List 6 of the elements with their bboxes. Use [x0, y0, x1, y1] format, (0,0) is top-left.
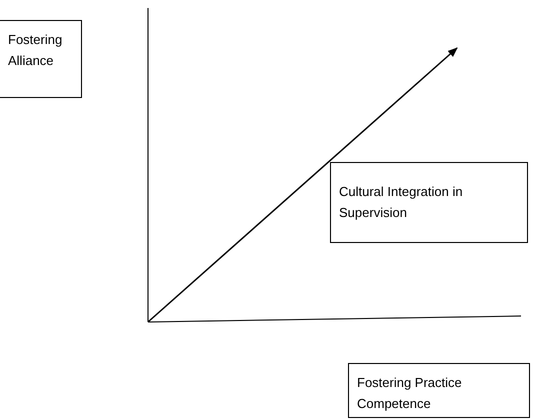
box-text: Fostering Practice Competence: [357, 374, 463, 413]
box-text: Fostering Alliance: [8, 31, 64, 70]
box-text: Cultural Integration in Supervision: [339, 183, 464, 222]
label-box: [330, 162, 528, 243]
label-box: [0, 20, 82, 98]
label-box: [348, 363, 530, 418]
